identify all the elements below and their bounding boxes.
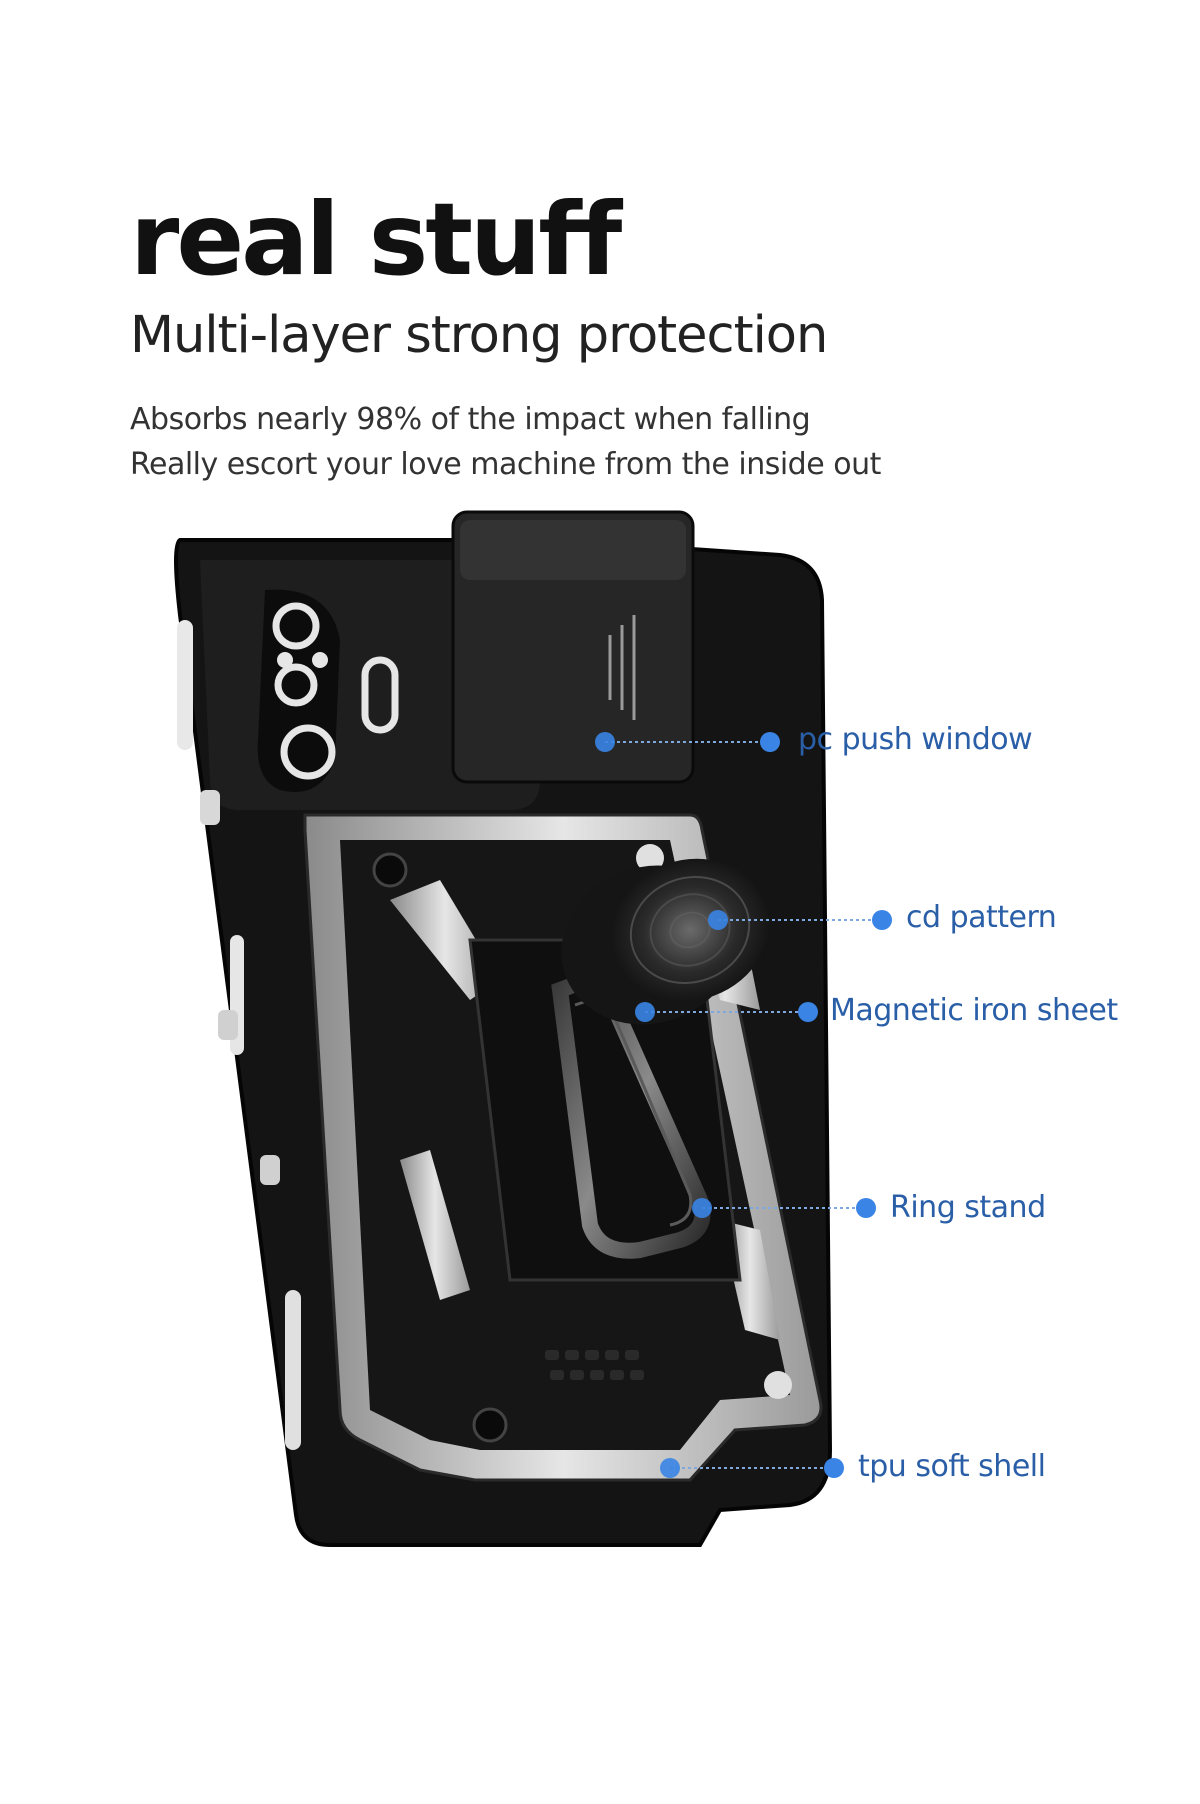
cd-pattern-disk: [561, 858, 769, 1025]
pc-push-window: [451, 510, 695, 784]
description-line-2: Really escort your love machine from the…: [130, 447, 881, 482]
headline: real stuff: [130, 181, 622, 298]
description-line-1: Absorbs nearly 98% of the impact when fa…: [130, 402, 811, 437]
callout-cd-pattern: cd pattern: [906, 900, 1057, 935]
subheadline: Multi-layer strong protection: [130, 306, 828, 365]
callout-tpu-soft-shell: tpu soft shell: [858, 1449, 1046, 1484]
callout-lines: [595, 732, 892, 1478]
callout-magnetic-iron-sheet: Magnetic iron sheet: [830, 993, 1118, 1028]
callout-ring-stand: Ring stand: [890, 1190, 1046, 1225]
callout-pc-push-window: pc push window: [798, 722, 1033, 757]
camera-module: [257, 589, 399, 792]
